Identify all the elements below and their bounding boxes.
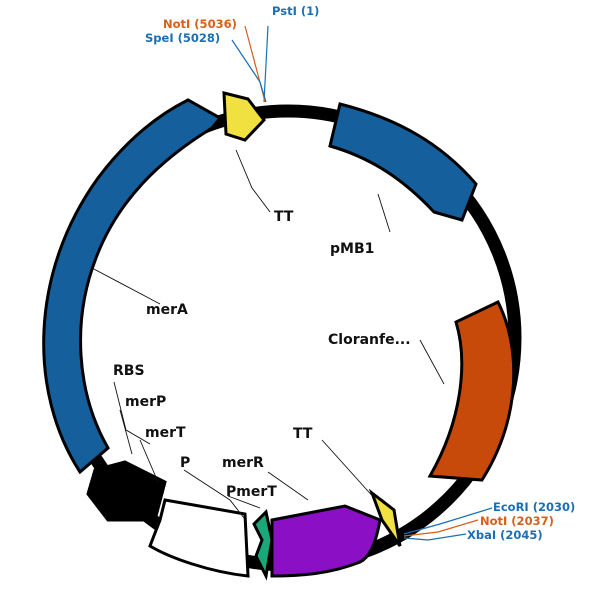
label-site-noti1: NotI (5036) bbox=[163, 17, 237, 31]
label-tt-right: TT bbox=[293, 426, 313, 442]
label-site-spei: SpeI (5028) bbox=[145, 31, 220, 45]
feature-cloranfe[interactable] bbox=[427, 300, 516, 482]
feature-tt-right[interactable] bbox=[368, 488, 402, 547]
label-merT: merT bbox=[145, 425, 186, 441]
feature-pmb1[interactable] bbox=[328, 102, 478, 222]
label-tt-top: TT bbox=[274, 209, 294, 225]
label-merR: merR bbox=[222, 455, 264, 471]
label-pmb1: pMB1 bbox=[330, 241, 374, 257]
label-cloranfe: Cloranfe... bbox=[328, 332, 411, 348]
feature-pmerT[interactable] bbox=[252, 508, 274, 581]
label-rbs: RBS bbox=[113, 363, 145, 379]
feature-leaders bbox=[91, 149, 445, 519]
label-site-noti2: NotI (2037) bbox=[480, 514, 554, 528]
label-site-ecori: EcoRI (2030) bbox=[493, 500, 575, 514]
feature-merA[interactable] bbox=[42, 98, 223, 475]
restriction-site-leaders bbox=[231, 25, 493, 541]
label-site-psti: PstI (1) bbox=[272, 4, 319, 18]
feature-merR[interactable] bbox=[270, 504, 382, 578]
label-merA: merA bbox=[146, 302, 188, 318]
feature-p-mert[interactable] bbox=[148, 498, 250, 578]
label-pmerT: PmerT bbox=[226, 484, 277, 500]
label-merP: merP bbox=[125, 394, 166, 410]
feature-tt-top[interactable] bbox=[222, 91, 266, 142]
feature-merP[interactable] bbox=[86, 460, 167, 522]
label-site-xbai: XbaI (2045) bbox=[467, 528, 543, 542]
label-p: P bbox=[180, 455, 190, 471]
